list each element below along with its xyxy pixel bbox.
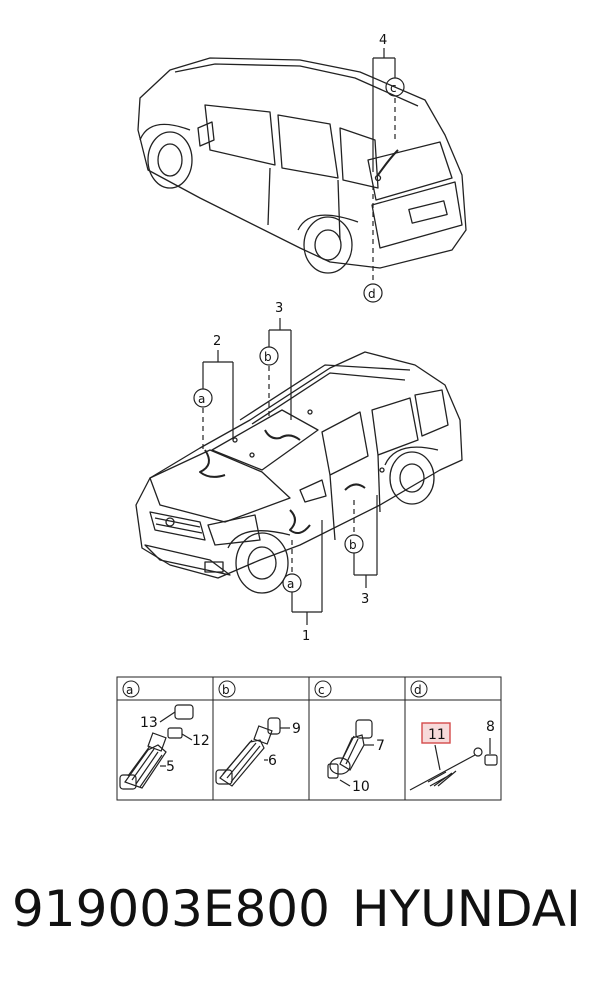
table-header-b: b	[222, 683, 230, 697]
top-callouts	[363, 48, 405, 303]
grommet-b-illustration	[215, 717, 290, 787]
callout-a-bottom: a	[287, 577, 294, 591]
rear-vehicle-illustration	[137, 57, 467, 274]
part-11: 11	[428, 727, 446, 743]
callout-c-top: c	[390, 81, 397, 95]
part-number: 919003E800	[12, 880, 330, 938]
middle-callouts	[193, 318, 378, 625]
part-6: 6	[268, 753, 277, 769]
brand-name: HYUNDAI	[352, 880, 581, 938]
callout-a-top: a	[198, 392, 205, 406]
part-5: 5	[166, 759, 175, 775]
part-10: 10	[352, 779, 370, 795]
table-header-a: a	[126, 683, 133, 697]
part-12: 12	[192, 733, 210, 749]
table-header-c: c	[318, 683, 325, 697]
callout-3-bottom: 3	[361, 592, 369, 607]
part-7: 7	[376, 738, 385, 754]
footer: 919003E800 HYUNDAI	[0, 872, 600, 962]
callout-2: 2	[213, 334, 221, 349]
callout-4-top: 4	[379, 33, 387, 48]
part-13: 13	[140, 715, 158, 731]
parts-table	[116, 676, 502, 801]
exploded-parts-diagram: 4 c d	[116, 33, 502, 801]
callout-3-top: 3	[275, 301, 283, 316]
callout-b-side: b	[349, 538, 357, 552]
cable-d-illustration	[409, 738, 498, 791]
grommet-c-illustration	[327, 719, 374, 787]
part-8: 8	[486, 719, 495, 735]
part-11-highlight	[421, 722, 451, 744]
front-vehicle-illustration	[135, 351, 463, 594]
callout-b-top: b	[264, 350, 272, 364]
table-header-d: d	[414, 683, 422, 697]
callout-1: 1	[302, 629, 310, 644]
grommet-a-illustration	[119, 704, 194, 790]
callout-d-top: d	[368, 287, 376, 301]
part-9: 9	[292, 721, 301, 737]
